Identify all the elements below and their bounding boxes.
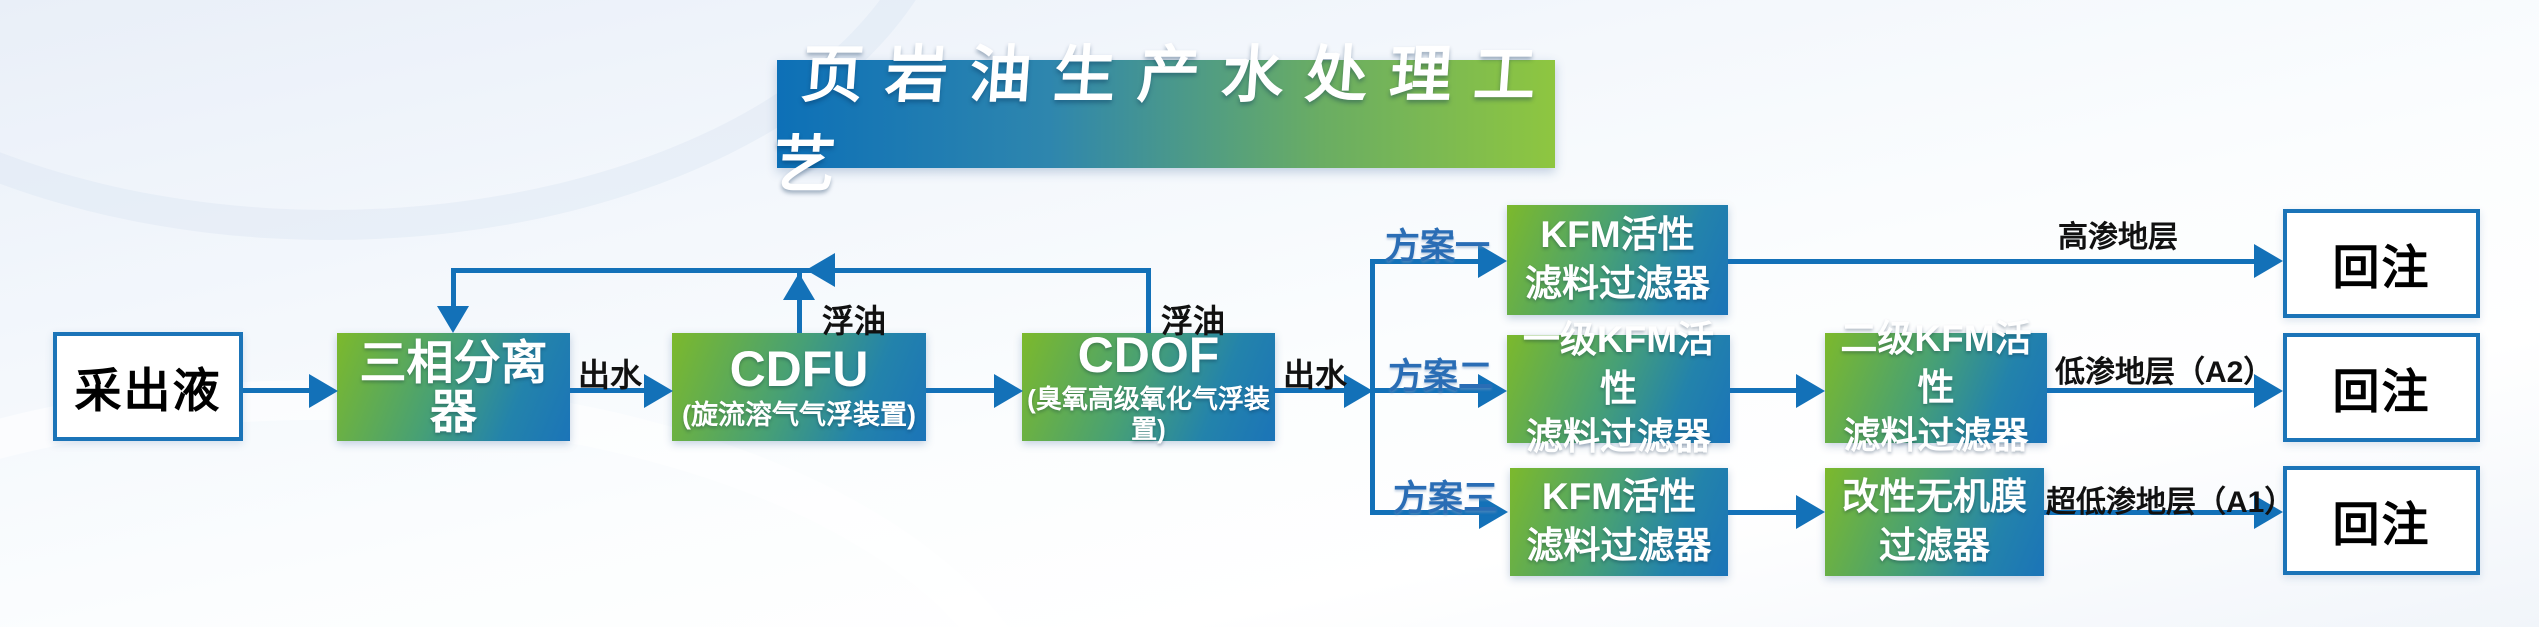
arrow-branch-to-plan1 (1370, 259, 1482, 264)
plan1-kfm-line1: KFM活性 (1540, 214, 1695, 256)
formation-label-ultra-low-perm: 超低渗地层（A1） (2046, 486, 2295, 519)
arrow-branch-to-plan2 (1370, 388, 1482, 393)
plan1-kfm-line2: 滤料过滤器 (1525, 263, 1710, 304)
arrowhead-recycle-into-separator (437, 306, 469, 333)
arrow-cdof-to-branch (1274, 388, 1348, 393)
arrowhead-branch-to-plan3 (1479, 495, 1508, 529)
cdfu-label: CDFU (729, 341, 869, 398)
membrane-line2: 过滤器 (1879, 525, 1990, 566)
reinjection-box-2: 回注 (2283, 333, 2480, 442)
arrowhead-recycle-leftward (806, 253, 835, 287)
arrowhead-feed-to-separator (309, 374, 338, 408)
reinjection-label-2: 回注 (2332, 365, 2431, 418)
feed-label: 采出液 (74, 364, 222, 417)
plan-2-label: 方案二 (1388, 357, 1494, 396)
arrow-feed-to-separator (243, 388, 313, 393)
title-banner: 页岩油生产水处理工艺 (771, 41, 1560, 200)
arrowhead-stage1-to-stage2 (1796, 374, 1825, 408)
effluent-label-2: 出水 (1283, 357, 1348, 393)
arrow-plan1-to-reinjection (1728, 259, 2258, 264)
arrowhead-plan1-to-reinjection (2254, 244, 2283, 278)
plan3-kfm-filter-box: KFM活性 滤料过滤器 (1510, 468, 1728, 576)
arrow-cdfu-to-cdof (926, 388, 998, 393)
arrowhead-cdfu-to-cdof (994, 374, 1023, 408)
plan2-stage2-line2: 滤料过滤器 (1843, 415, 2029, 457)
three-phase-separator-box: 三相分离器 (337, 333, 570, 441)
formation-label-low-perm: 低渗地层（A2） (2055, 356, 2274, 389)
cdof-sublabel: (臭氧高级氧化气浮装置) (1027, 384, 1270, 445)
plan2-stage2-kfm-filter-box: 二级KFM活性 滤料过滤器 (1825, 318, 2047, 456)
reinjection-label-3: 回注 (2332, 498, 2431, 551)
cdfu-box: CDFU (旋流溶气气浮装置) (672, 333, 926, 441)
skim-riser-cdof (1146, 268, 1151, 333)
cdfu-sublabel: (旋流溶气气浮装置) (682, 399, 916, 430)
skimmed-oil-label-1: 浮油 (822, 303, 887, 339)
branch-trunk-line (1370, 259, 1375, 515)
plan-3-label: 方案三 (1393, 479, 1499, 518)
modified-inorganic-membrane-filter-box: 改性无机膜 过滤器 (1825, 468, 2044, 576)
arrowhead-branch-to-plan1 (1478, 244, 1507, 278)
recycle-line-top (451, 268, 1151, 273)
plan3-kfm-line1: KFM活性 (1541, 476, 1697, 518)
page-title: 页岩油生产水处理工艺 (770, 41, 1561, 200)
plan-1-label: 方案一 (1385, 227, 1491, 266)
skim-riser-cdfu (797, 273, 802, 333)
effluent-label-1: 出水 (578, 357, 643, 393)
recycle-drop-to-separator (451, 268, 456, 310)
plan2-stage2-line1: 二级KFM活性 (1840, 317, 2032, 408)
cdof-label: CDOF (1077, 326, 1220, 383)
arrowhead-separator-to-cdfu (644, 374, 673, 408)
feed-box: 采出液 (53, 332, 243, 441)
arrowhead-plan3kfm-to-membrane (1796, 495, 1825, 529)
skimmed-oil-label-2: 浮油 (1161, 303, 1226, 339)
plan2-stage1-line2: 滤料过滤器 (1526, 416, 1711, 458)
arrow-stage1-to-stage2 (1730, 388, 1800, 393)
arrowhead-cdof-to-branch (1344, 374, 1373, 408)
plan1-kfm-filter-box: KFM活性 滤料过滤器 (1507, 205, 1728, 315)
reinjection-box-1: 回注 (2283, 209, 2480, 318)
arrow-branch-to-plan3 (1370, 510, 1483, 515)
plan2-stage1-line1: 一级KFM活性 (1522, 318, 1715, 409)
cdof-box: CDOF (臭氧高级氧化气浮装置) (1022, 329, 1275, 444)
arrow-separator-to-cdfu (570, 388, 648, 393)
arrowhead-branch-to-plan2 (1478, 374, 1507, 408)
formation-label-high-perm: 高渗地层 (2058, 221, 2178, 254)
arrow-plan3kfm-to-membrane (1728, 510, 1800, 515)
reinjection-label-1: 回注 (2332, 241, 2431, 294)
separator-label: 三相分离器 (359, 335, 548, 438)
arrow-stage2-to-reinjection (2047, 388, 2258, 393)
plan2-stage1-kfm-filter-box: 一级KFM活性 滤料过滤器 (1507, 319, 1730, 457)
reinjection-box-3: 回注 (2283, 466, 2480, 575)
membrane-line1: 改性无机膜 (1842, 476, 2027, 518)
arrow-membrane-to-reinjection (2044, 510, 2258, 515)
arrowhead-stage2-to-reinjection (2254, 374, 2283, 408)
arrowhead-membrane-to-reinjection (2254, 495, 2283, 529)
plan3-kfm-line2: 滤料过滤器 (1526, 525, 1712, 566)
